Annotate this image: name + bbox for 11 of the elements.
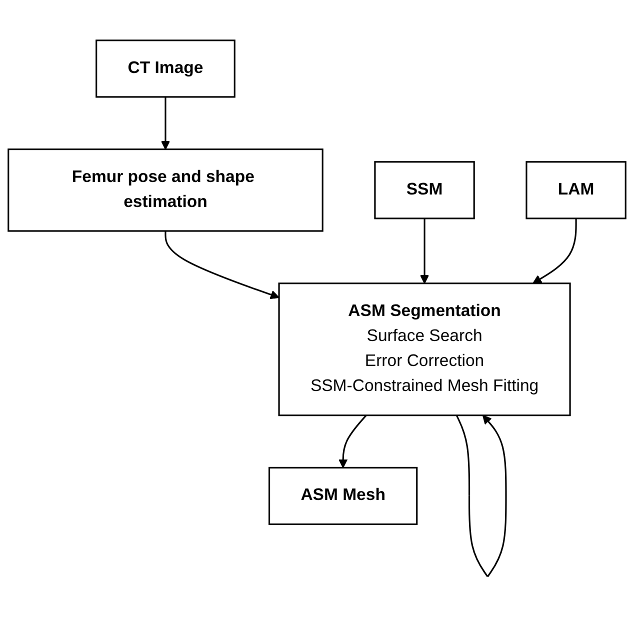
arrow <box>532 218 577 284</box>
arrow <box>420 218 430 284</box>
arrow <box>160 96 170 150</box>
arrow <box>338 414 367 468</box>
arrow <box>164 230 280 300</box>
node-box: SSM <box>374 161 475 220</box>
node-box: Femur pose and shape estimation <box>8 148 324 232</box>
node-box: LAM <box>526 161 626 220</box>
node-box: ASM Segmentation Surface Search Error Correction SSM-Constrained Mesh Fitting <box>278 282 571 416</box>
node-box: ASM Mesh <box>268 466 418 525</box>
node-box: CT Image <box>96 40 236 98</box>
